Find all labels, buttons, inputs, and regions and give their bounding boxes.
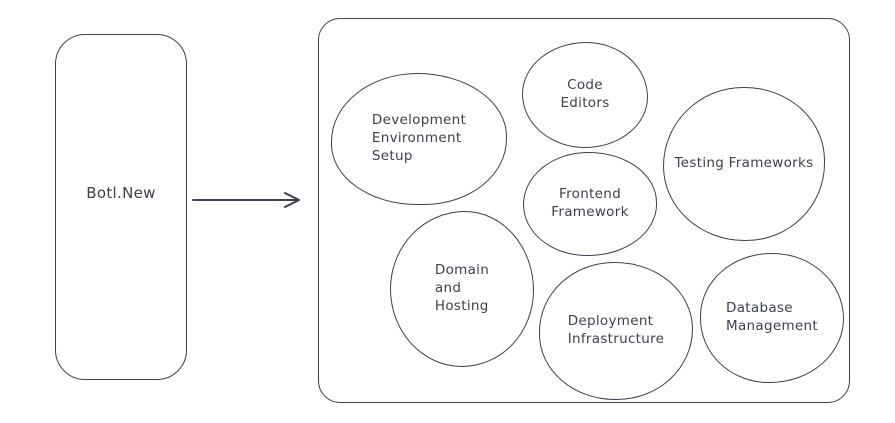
topic-ellipse-frontend-framework[interactable]: Frontend Framework — [523, 152, 657, 256]
topic-ellipse-deployment-infrastructure[interactable]: Deployment Infrastructure — [539, 262, 693, 400]
source-node[interactable]: Botl.New — [55, 34, 187, 380]
topic-label-code-editors: Code Editors — [560, 77, 610, 111]
topic-label-frontend-framework: Frontend Framework — [551, 186, 629, 220]
topic-ellipse-code-editors[interactable]: Code Editors — [522, 42, 648, 148]
source-node-label: Botl.New — [86, 184, 156, 202]
topic-ellipse-testing-frameworks[interactable]: Testing Frameworks — [663, 87, 825, 241]
topic-ellipse-database-management[interactable]: Database Management — [700, 253, 844, 383]
topic-label-domain-and-hosting: Domain and Hosting — [434, 262, 490, 314]
topic-label-development-environment-setup: Development Environment Setup — [371, 112, 467, 164]
topic-ellipse-development-environment-setup[interactable]: Development Environment Setup — [331, 73, 507, 205]
topic-label-database-management: Database Management — [726, 300, 818, 334]
topic-label-testing-frameworks: Testing Frameworks — [674, 155, 814, 172]
topics-container[interactable] — [318, 18, 850, 403]
topic-ellipse-domain-and-hosting[interactable]: Domain and Hosting — [390, 211, 534, 367]
topic-label-deployment-infrastructure: Deployment Infrastructure — [567, 313, 665, 347]
arrow-connector-icon[interactable] — [191, 189, 303, 211]
